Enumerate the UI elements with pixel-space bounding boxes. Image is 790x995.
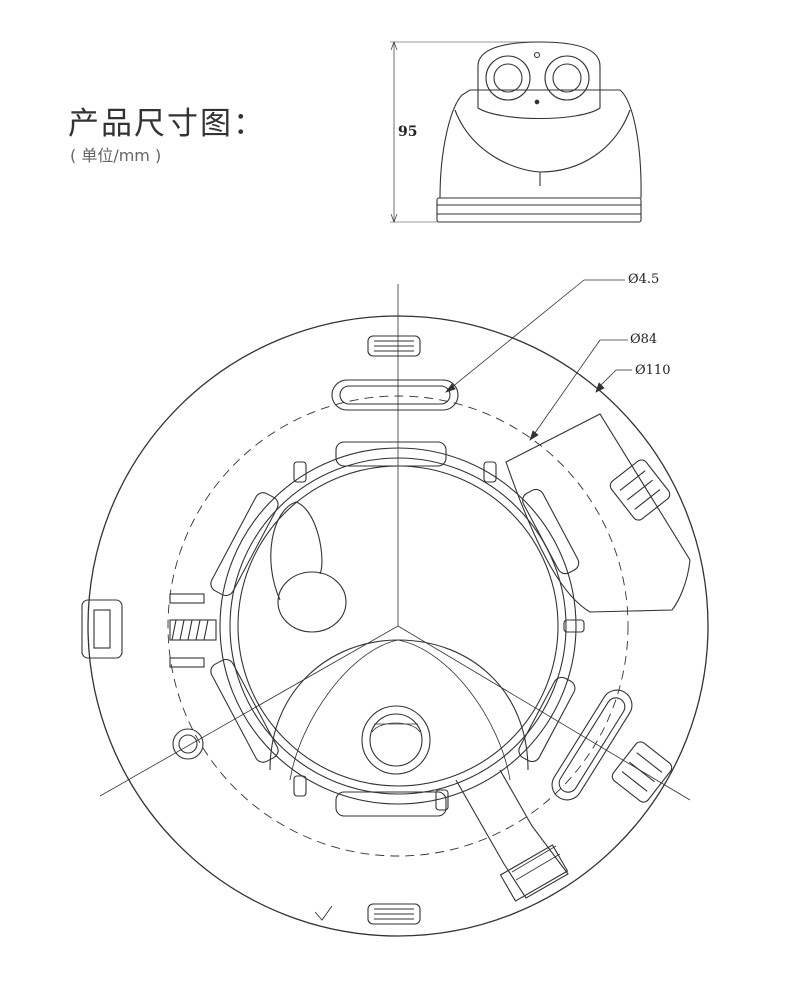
hole-diameter-label: Ø4.5 xyxy=(628,272,659,287)
leader-lines xyxy=(444,279,632,441)
height-dimension-label: 95 xyxy=(398,124,417,140)
unit-note: ( 单位/mm ) xyxy=(70,146,162,165)
side-view xyxy=(390,41,642,223)
page-title: 产品尺寸图： xyxy=(68,106,266,142)
bottom-view xyxy=(81,284,709,937)
base-diameter-label: Ø110 xyxy=(635,363,670,378)
mount-diameter-label: Ø84 xyxy=(630,332,657,347)
